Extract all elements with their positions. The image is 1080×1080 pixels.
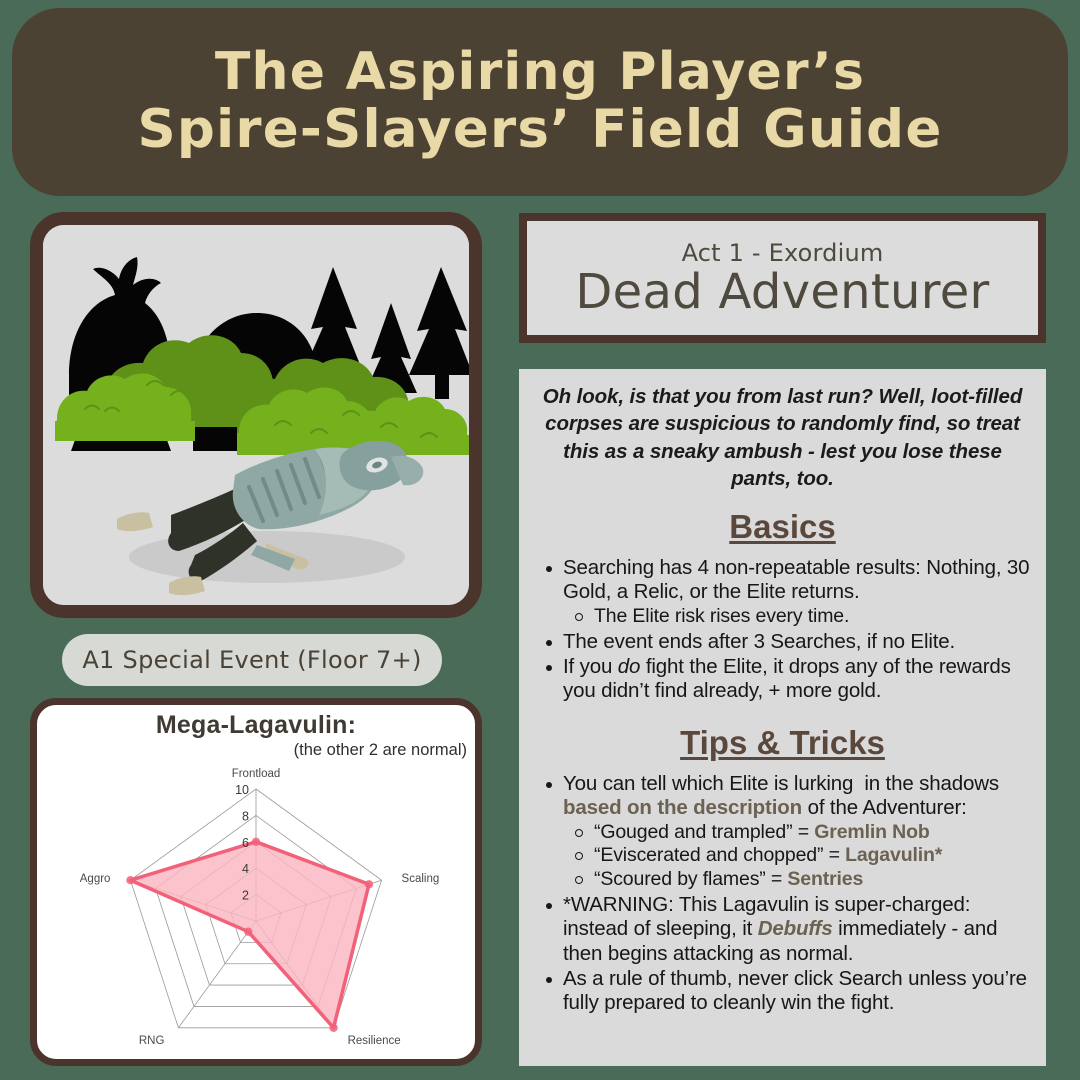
svg-text:8: 8 <box>242 809 249 823</box>
emphasis-do: do <box>617 654 641 678</box>
flavor-quote: Oh look, is that you from last run? Well… <box>542 385 1023 490</box>
tips-intro-bold: based on the description <box>563 796 803 820</box>
elite-name: Lagavulin* <box>845 844 943 867</box>
radar-series-polygon <box>128 840 371 1030</box>
svg-text:Resilience: Resilience <box>348 1035 401 1047</box>
elite-clue-text: “Eviscerated and chopped” = <box>594 844 846 867</box>
svg-text:2: 2 <box>242 889 249 903</box>
guide-title-line-2: Spire-Slayers’ Field Guide <box>137 99 943 161</box>
list-item: You can tell which Elite is lurking in t… <box>535 772 1030 892</box>
event-title: Dead Adventurer <box>575 263 990 320</box>
svg-text:Scaling: Scaling <box>402 873 440 885</box>
bush-front-layer <box>55 373 469 455</box>
event-type-badge: A1 Special Event (Floor 7+) <box>62 634 442 686</box>
list-item: Searching has 4 non-repeatable results: … <box>535 556 1030 629</box>
basics-sublist: The Elite risk rises every time. <box>563 605 1030 629</box>
chart-subtitle: (the other 2 are normal) <box>293 741 467 759</box>
svg-text:6: 6 <box>242 836 249 850</box>
event-artwork-card <box>30 212 482 618</box>
elite-clue-list: “Gouged and trampled” = Gremlin Nob “Evi… <box>563 821 1030 892</box>
stat-radar-chart-card: Mega-Lagavulin: (the other 2 are normal)… <box>30 698 482 1066</box>
svg-text:Frontload: Frontload <box>232 768 281 780</box>
act-label: Act 1 - Exordium <box>681 238 884 267</box>
basics-list: Searching has 4 non-repeatable results: … <box>535 556 1030 704</box>
list-item: “Scoured by flames” = Sentries <box>563 868 1030 892</box>
elite-clue-text: “Gouged and trampled” = <box>594 820 815 843</box>
event-details-card: Oh look, is that you from last run? Well… <box>519 369 1046 1066</box>
dead-adventurer-illustration <box>43 225 469 605</box>
radar-data-points <box>126 837 374 1032</box>
svg-text:Aggro: Aggro <box>80 873 111 885</box>
elite-name: Gremlin Nob <box>814 820 930 843</box>
elite-clue-text: “Scoured by flames” = <box>594 868 788 891</box>
list-item: “Eviscerated and chopped” = Lagavulin* <box>563 844 1030 868</box>
event-header-card: Act 1 - Exordium Dead Adventurer <box>519 213 1046 343</box>
basics-heading: Basics <box>729 508 836 545</box>
guide-title-banner: The Aspiring Player’s Spire-Slayers’ Fie… <box>12 8 1068 196</box>
chart-title: Mega-Lagavulin: <box>155 711 357 739</box>
svg-text:10: 10 <box>235 783 249 797</box>
dead-adventurer-body <box>117 440 424 596</box>
list-item: The event ends after 3 Searches, if no E… <box>535 630 1030 654</box>
list-item: *WARNING: This Lagavulin is super-charge… <box>535 893 1030 966</box>
svg-text:4: 4 <box>242 862 249 876</box>
debuffs-emphasis: Debuffs <box>757 917 833 941</box>
tips-heading: Tips & Tricks <box>680 723 885 761</box>
basics-item-text: Searching has 4 non-repeatable results: … <box>563 556 1030 604</box>
tips-list: You can tell which Elite is lurking in t… <box>535 772 1030 1016</box>
elite-name: Sentries <box>787 868 864 891</box>
list-item: As a rule of thumb, never click Search u… <box>535 967 1030 1016</box>
list-item: “Gouged and trampled” = Gremlin Nob <box>563 821 1030 845</box>
radar-tick-labels: 2 4 6 8 10 <box>235 783 249 903</box>
list-item: The Elite risk rises every time. <box>563 605 1030 629</box>
svg-text:RNG: RNG <box>139 1035 165 1047</box>
guide-title-line-1: The Aspiring Player’s <box>214 42 866 103</box>
list-item: If you do fight the Elite, it drops any … <box>535 655 1030 704</box>
